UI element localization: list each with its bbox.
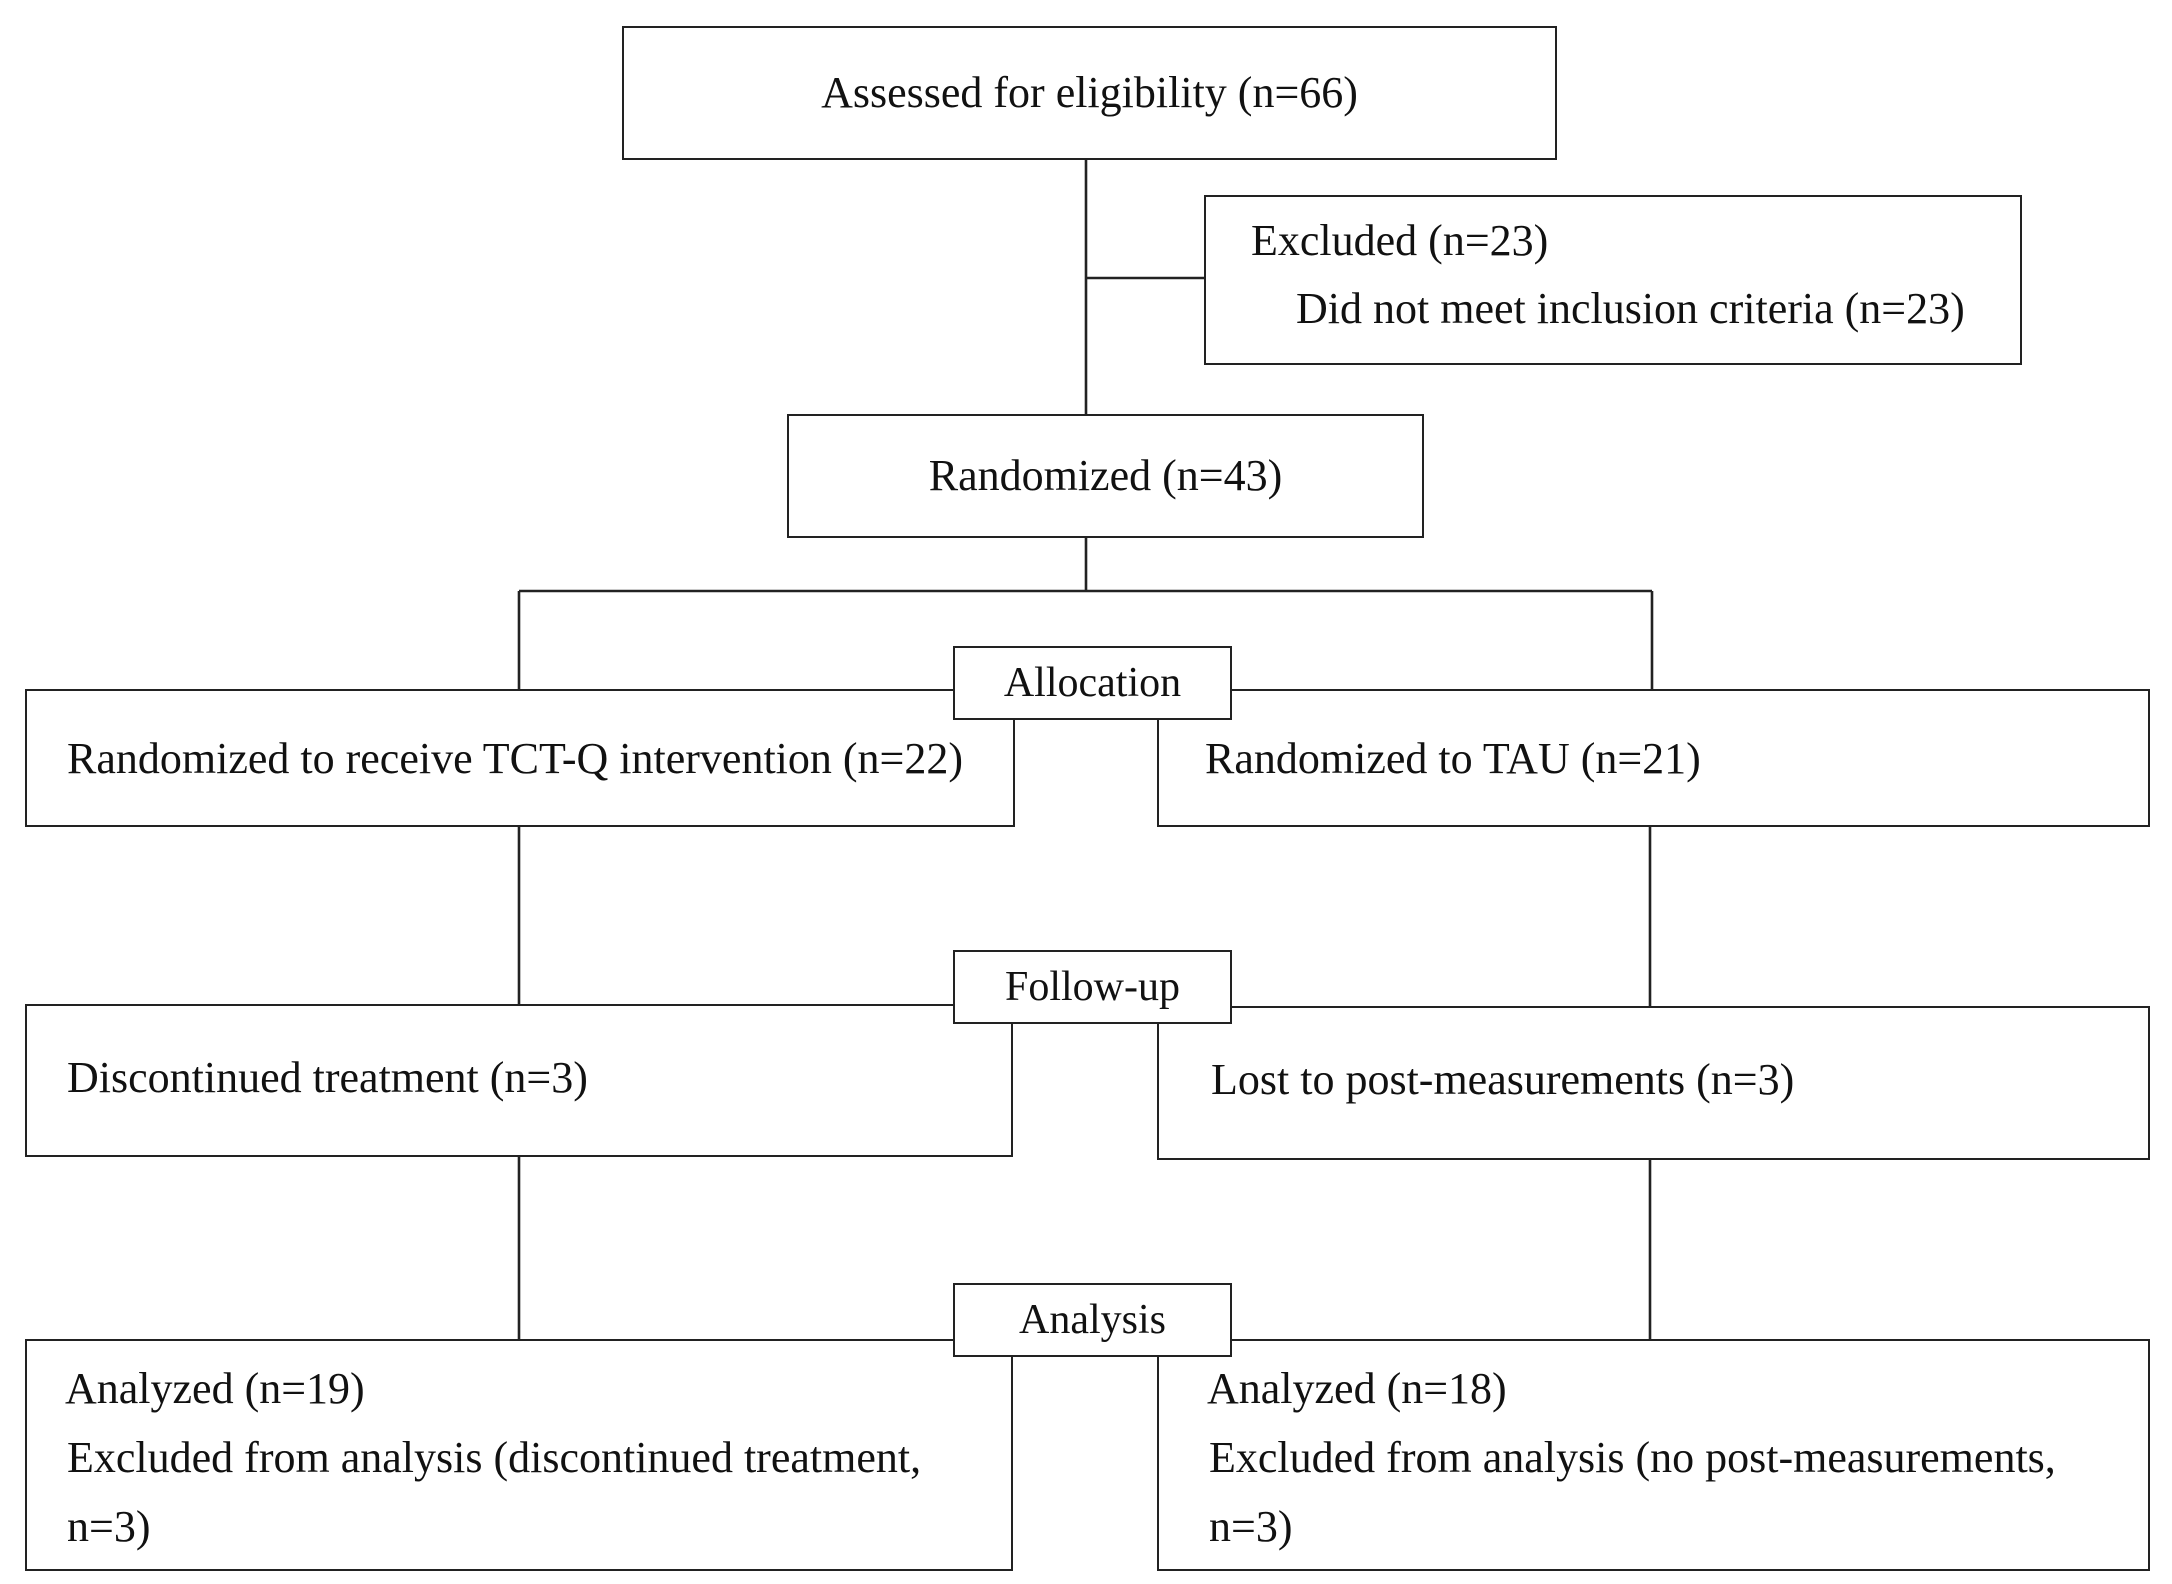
excluded-reason: Did not meet inclusion criteria (n=23) [1296, 284, 1965, 333]
control-allocation-box: Randomized to TAU (n=21) [1157, 689, 2150, 827]
excluded-title: Excluded (n=23) [1251, 216, 1549, 265]
intervention-excluded-line2: n=3) [67, 1502, 151, 1551]
eligibility-text: Assessed for eligibility (n=66) [821, 67, 1358, 117]
control-followup-text: Lost to post-measurements (n=3) [1211, 1055, 1795, 1104]
stage-label-allocation: Allocation [953, 646, 1232, 720]
stage-followup-text: Follow-up [1004, 963, 1180, 1010]
intervention-analysis-box: Analyzed (n=19) Excluded from analysis (… [25, 1339, 1013, 1571]
control-allocation-text: Randomized to TAU (n=21) [1205, 734, 1701, 783]
control-excluded-line2: n=3) [1209, 1502, 1293, 1551]
intervention-analyzed-text: Analyzed (n=19) [65, 1364, 365, 1413]
intervention-allocation-box: Randomized to receive TCT-Q intervention… [25, 689, 1015, 827]
stage-analysis-text: Analysis [1019, 1296, 1166, 1343]
stage-label-analysis: Analysis [953, 1283, 1232, 1357]
control-analyzed-text: Analyzed (n=18) [1207, 1364, 1507, 1413]
randomized-box: Randomized (n=43) [787, 414, 1424, 538]
stage-allocation-text: Allocation [1003, 659, 1182, 706]
intervention-excluded-line1: Excluded from analysis (discontinued tre… [67, 1433, 922, 1482]
intervention-followup-box: Discontinued treatment (n=3) [25, 1004, 1013, 1157]
control-followup-box: Lost to post-measurements (n=3) [1157, 1006, 2150, 1160]
intervention-allocation-text: Randomized to receive TCT-Q intervention… [67, 734, 964, 783]
randomized-text: Randomized (n=43) [928, 450, 1283, 500]
excluded-box: Excluded (n=23) Did not meet inclusion c… [1204, 195, 2022, 365]
intervention-followup-text: Discontinued treatment (n=3) [67, 1053, 588, 1102]
control-excluded-line1: Excluded from analysis (no post-measurem… [1209, 1433, 2056, 1482]
stage-label-followup: Follow-up [953, 950, 1232, 1024]
eligibility-box: Assessed for eligibility (n=66) [622, 26, 1557, 160]
control-analysis-box: Analyzed (n=18) Excluded from analysis (… [1157, 1339, 2150, 1571]
